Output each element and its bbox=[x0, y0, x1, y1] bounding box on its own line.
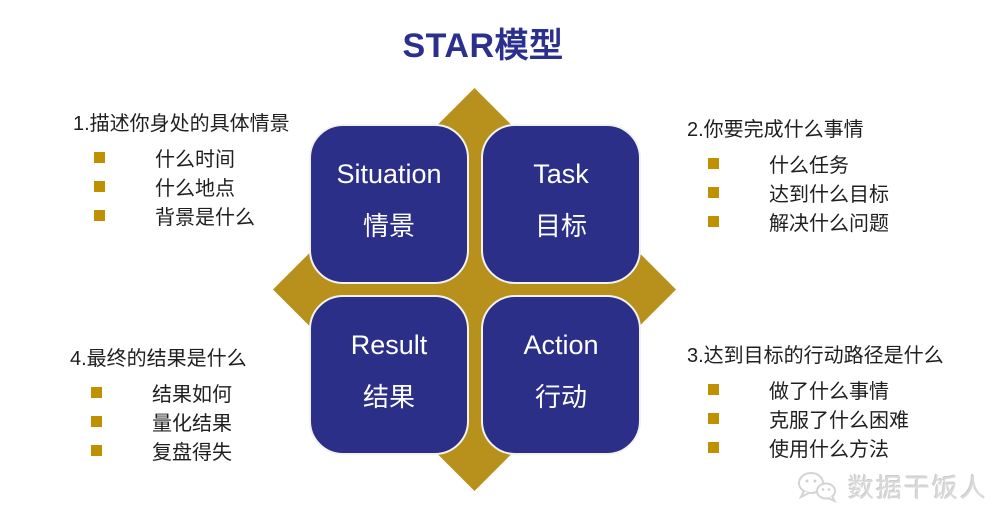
page-title: STAR模型 bbox=[402, 27, 564, 65]
note-item: 量化结果 bbox=[70, 407, 247, 436]
note-heading: 3.达到目标的行动路径是什么 bbox=[687, 345, 944, 367]
note-item-label: 解决什么问题 bbox=[769, 213, 889, 235]
note-item-label: 量化结果 bbox=[152, 413, 232, 435]
note-item: 克服了什么困难 bbox=[687, 404, 944, 433]
note-item: 什么时间 bbox=[73, 143, 290, 172]
bullet-square-icon bbox=[94, 152, 105, 163]
bullet-square-icon bbox=[94, 210, 105, 221]
quadrant-task: Task 目标 bbox=[481, 124, 641, 284]
note-item: 达到什么目标 bbox=[687, 178, 889, 207]
bullet-square-icon bbox=[708, 413, 719, 424]
quadrant-zh-label: 行动 bbox=[534, 382, 587, 412]
note-item-list: 什么任务 达到什么目标 解决什么问题 bbox=[687, 149, 889, 236]
note-item: 复盘得失 bbox=[70, 436, 247, 465]
note-result: 4.最终的结果是什么 结果如何 量化结果 复盘得失 bbox=[70, 344, 247, 465]
note-item: 结果如何 bbox=[70, 378, 247, 407]
note-item: 使用什么方法 bbox=[687, 433, 944, 462]
note-item: 做了什么事情 bbox=[687, 375, 944, 404]
quadrant-zh-label: 目标 bbox=[534, 211, 587, 241]
quadrant-situation: Situation 情景 bbox=[309, 124, 469, 284]
note-item-label: 什么时间 bbox=[155, 149, 235, 171]
note-item-label: 什么任务 bbox=[769, 155, 849, 177]
quadrant-en-label: Situation bbox=[336, 159, 442, 189]
quadrant-action: Action 行动 bbox=[481, 295, 641, 455]
bullet-square-icon bbox=[708, 187, 719, 198]
quadrant-en-label: Result bbox=[350, 330, 428, 360]
note-item-label: 结果如何 bbox=[152, 384, 232, 406]
wechat-icon bbox=[796, 470, 838, 504]
note-item-list: 做了什么事情 克服了什么困难 使用什么方法 bbox=[687, 375, 944, 462]
quadrant-zh-label: 情景 bbox=[362, 211, 415, 241]
quadrant-en-label: Task bbox=[533, 159, 589, 189]
note-action: 3.达到目标的行动路径是什么 做了什么事情 克服了什么困难 使用什么方法 bbox=[687, 341, 944, 462]
note-task: 2.你要完成什么事情 什么任务 达到什么目标 解决什么问题 bbox=[687, 115, 889, 236]
note-item-label: 做了什么事情 bbox=[769, 381, 889, 403]
note-item-list: 结果如何 量化结果 复盘得失 bbox=[70, 378, 247, 465]
bullet-square-icon bbox=[708, 216, 719, 227]
bullet-square-icon bbox=[91, 387, 102, 398]
note-item: 什么地点 bbox=[73, 172, 290, 201]
quadrant-result: Result 结果 bbox=[309, 295, 469, 455]
bullet-square-icon bbox=[91, 445, 102, 456]
note-item: 什么任务 bbox=[687, 149, 889, 178]
note-situation: 1.描述你身处的具体情景 什么时间 什么地点 背景是什么 bbox=[73, 109, 290, 230]
note-item-label: 克服了什么困难 bbox=[769, 410, 909, 432]
watermark-label: 数据干饭人 bbox=[848, 473, 989, 503]
note-item-label: 什么地点 bbox=[155, 178, 235, 200]
note-heading: 2.你要完成什么事情 bbox=[687, 119, 864, 141]
note-heading: 1.描述你身处的具体情景 bbox=[73, 113, 290, 135]
bullet-square-icon bbox=[94, 181, 105, 192]
note-item-label: 使用什么方法 bbox=[769, 439, 889, 461]
note-item-label: 复盘得失 bbox=[152, 442, 232, 464]
bullet-square-icon bbox=[91, 416, 102, 427]
note-item-label: 背景是什么 bbox=[155, 207, 255, 229]
note-item-label: 达到什么目标 bbox=[769, 184, 889, 206]
note-item-list: 什么时间 什么地点 背景是什么 bbox=[73, 143, 290, 230]
bullet-square-icon bbox=[708, 442, 719, 453]
bullet-square-icon bbox=[708, 384, 719, 395]
quadrant-zh-label: 结果 bbox=[362, 382, 415, 412]
watermark: 数据干饭人 bbox=[796, 468, 988, 505]
note-heading: 4.最终的结果是什么 bbox=[70, 348, 247, 370]
note-item: 解决什么问题 bbox=[687, 207, 889, 236]
quadrant-en-label: Action bbox=[523, 330, 599, 360]
note-item: 背景是什么 bbox=[73, 201, 290, 230]
bullet-square-icon bbox=[708, 158, 719, 169]
